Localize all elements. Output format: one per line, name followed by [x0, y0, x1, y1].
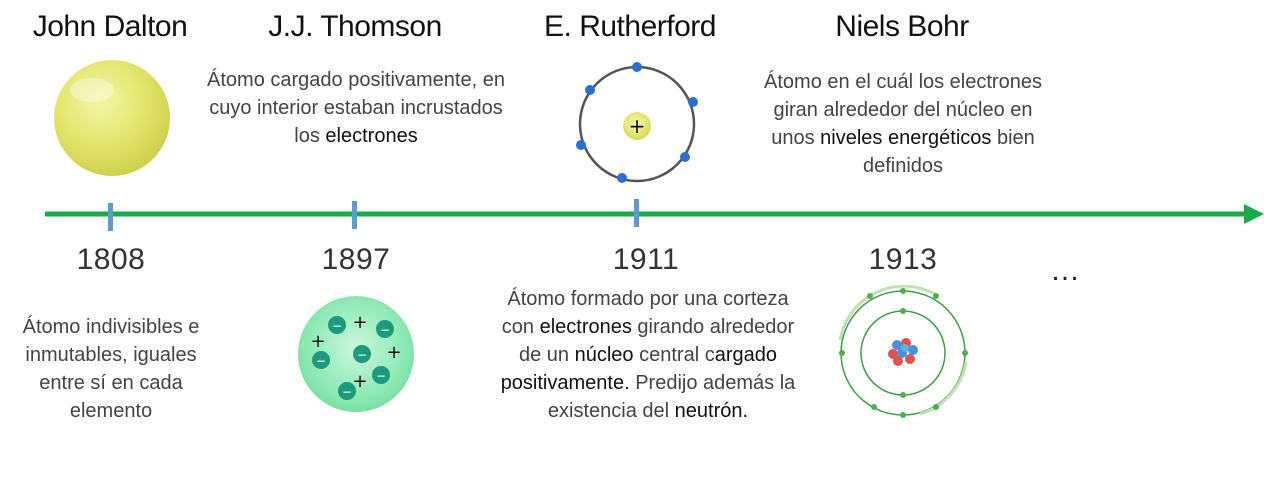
electron: [900, 288, 906, 294]
tick-1897: [352, 201, 357, 229]
dalton-description: Átomo indivisibles e inmutables, iguales…: [22, 316, 200, 422]
positive-charge: +: [386, 342, 401, 363]
bohr-description: Átomo en el cuál los electrones giran al…: [764, 71, 1042, 177]
tick-1808: [108, 203, 113, 231]
scientist-name-thomson: J.J. Thomson: [268, 10, 442, 43]
highlight-electrones: electrones: [325, 125, 418, 147]
negative-particle: −: [372, 366, 390, 384]
electron: [617, 173, 627, 183]
bohr-atom-model: [838, 284, 968, 418]
electron: [900, 308, 906, 314]
electron: [900, 412, 906, 418]
electron: [680, 152, 690, 162]
thomson-description: Átomo cargado positivamente, en cuyo int…: [207, 69, 505, 147]
negative-particle: −: [338, 382, 356, 400]
electron: [688, 97, 698, 107]
svg-text:−: −: [376, 369, 386, 383]
positive-charge: +: [310, 331, 325, 352]
scientist-name-dalton: John Dalton: [32, 10, 188, 43]
electron: [576, 140, 586, 150]
year-1808: 1808: [76, 243, 146, 276]
year-1897: 1897: [321, 243, 391, 276]
negative-particle: −: [328, 316, 346, 334]
negative-particle: −: [376, 320, 394, 338]
year-1913: 1913: [868, 243, 938, 276]
rutherford-atom-model: +: [576, 62, 698, 183]
thomson-atom-model: − − − − − − + + + +: [298, 296, 414, 412]
bohr-nucleus: [888, 338, 918, 366]
positive-charge: +: [352, 371, 367, 392]
positive-charge: +: [352, 312, 367, 333]
negative-particle: −: [353, 345, 371, 363]
svg-text:−: −: [332, 319, 342, 333]
electron: [900, 392, 906, 398]
dalton-atom-model: [54, 60, 170, 176]
svg-text:−: −: [357, 348, 367, 362]
electron: [871, 404, 877, 410]
continuation-ellipsis: …: [1050, 254, 1083, 287]
rutherford-nucleus-symbol: +: [629, 114, 646, 138]
electron: [933, 293, 939, 299]
scientist-name-rutherford: E. Rutherford: [544, 10, 716, 43]
svg-text:−: −: [342, 385, 352, 399]
electron: [867, 293, 873, 299]
scientist-name-bohr: Niels Bohr: [835, 10, 969, 43]
rutherford-description: Átomo formado por una corteza con electr…: [500, 288, 796, 422]
electron: [933, 404, 939, 410]
electron: [839, 350, 845, 356]
electron: [585, 85, 595, 95]
electron: [962, 350, 968, 356]
year-1911: 1911: [612, 243, 680, 276]
svg-text:−: −: [316, 354, 326, 368]
svg-text:−: −: [380, 323, 390, 337]
tick-1911: [634, 199, 639, 227]
timeline-arrowhead: [1244, 204, 1264, 224]
negative-particle: −: [312, 351, 330, 369]
electron: [632, 62, 642, 72]
